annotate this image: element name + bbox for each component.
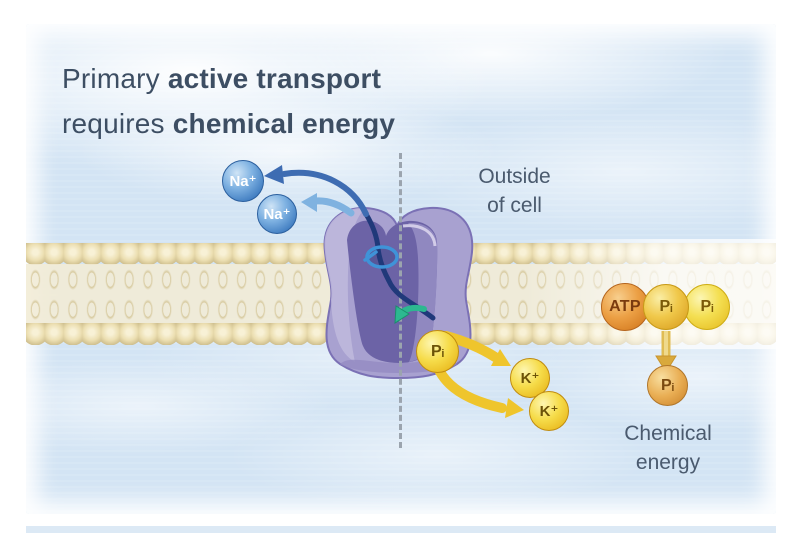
outside-label-line-2: of cell bbox=[487, 194, 542, 217]
page-title: Primary active transport requires chemic… bbox=[62, 56, 395, 146]
phosphate-bound-1: Pᵢ bbox=[643, 284, 689, 330]
transport-protein-icon bbox=[323, 206, 474, 380]
chemical-energy-label: Chemical energy bbox=[602, 419, 734, 477]
phosphate-transported-label: Pᵢ bbox=[431, 342, 444, 360]
phosphate-bound-1-label: Pᵢ bbox=[659, 298, 673, 315]
outside-of-cell-label: Outside of cell bbox=[452, 162, 577, 220]
atp-molecule: ATP bbox=[601, 283, 649, 331]
sodium-ion-1-label: Na⁺ bbox=[229, 173, 257, 190]
phosphate-ion-transported: Pᵢ bbox=[416, 330, 459, 373]
sodium-ion-2-label: Na⁺ bbox=[263, 206, 291, 223]
chemical-label-line-1: Chemical bbox=[624, 422, 712, 445]
cell-boundary-dashed-line bbox=[399, 153, 402, 448]
potassium-ion-1-label: K⁺ bbox=[520, 370, 540, 387]
sodium-ion-1: Na⁺ bbox=[222, 160, 264, 202]
atp-label: ATP bbox=[609, 298, 641, 315]
phosphate-bound-2: Pᵢ bbox=[684, 284, 730, 330]
bottom-blue-strip bbox=[26, 526, 776, 533]
title-line-1: Primary active transport bbox=[62, 63, 382, 94]
potassium-ion-2: K⁺ bbox=[529, 391, 569, 431]
outside-label-line-1: Outside bbox=[478, 165, 551, 188]
potassium-ion-2-label: K⁺ bbox=[539, 403, 559, 420]
phosphate-bound-2-label: Pᵢ bbox=[700, 298, 714, 315]
sodium-ion-2: Na⁺ bbox=[257, 194, 297, 234]
chemical-label-line-2: energy bbox=[635, 451, 701, 474]
title-line-2: requires chemical energy bbox=[62, 108, 396, 139]
phosphate-released-label: Pᵢ bbox=[661, 376, 674, 394]
phosphate-released: Pᵢ bbox=[647, 365, 688, 406]
